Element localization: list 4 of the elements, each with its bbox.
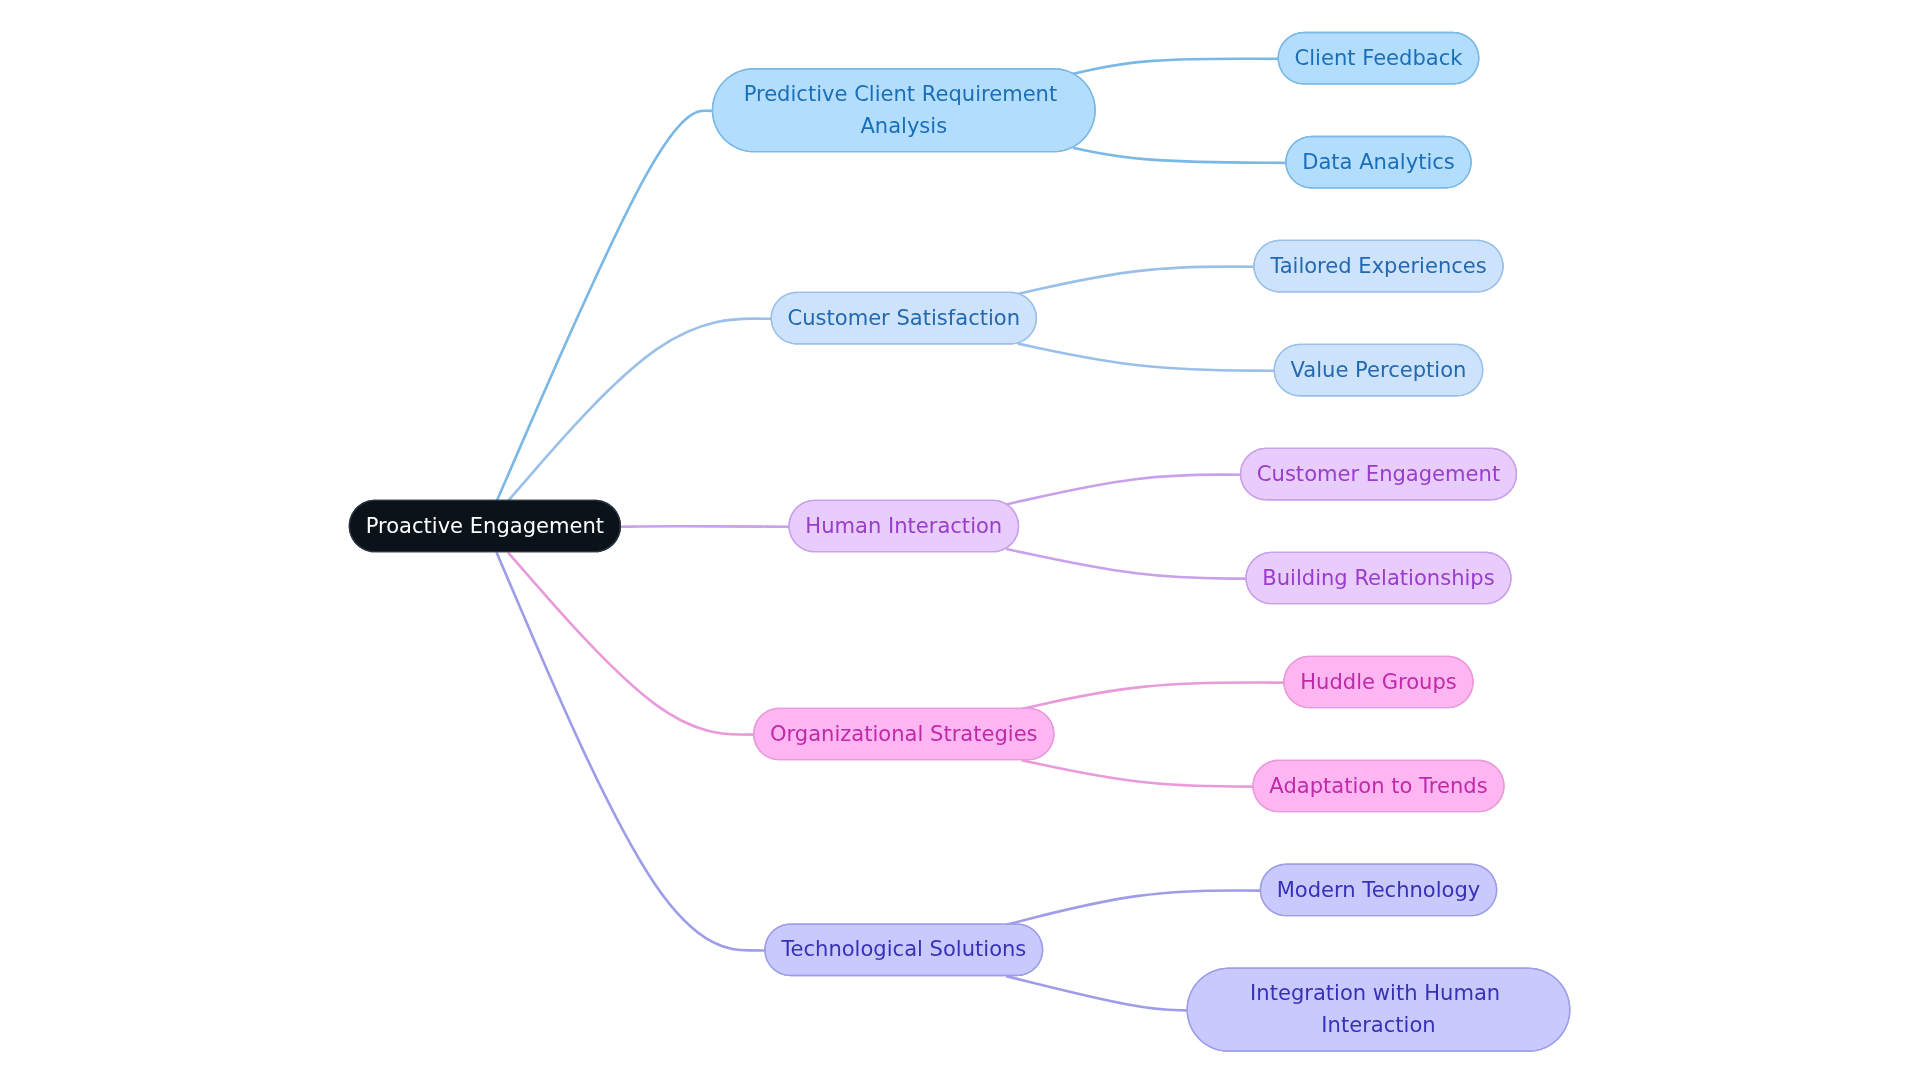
connector [1073,146,1287,164]
connector [507,551,755,736]
connector [495,551,766,952]
connector [1006,472,1242,506]
